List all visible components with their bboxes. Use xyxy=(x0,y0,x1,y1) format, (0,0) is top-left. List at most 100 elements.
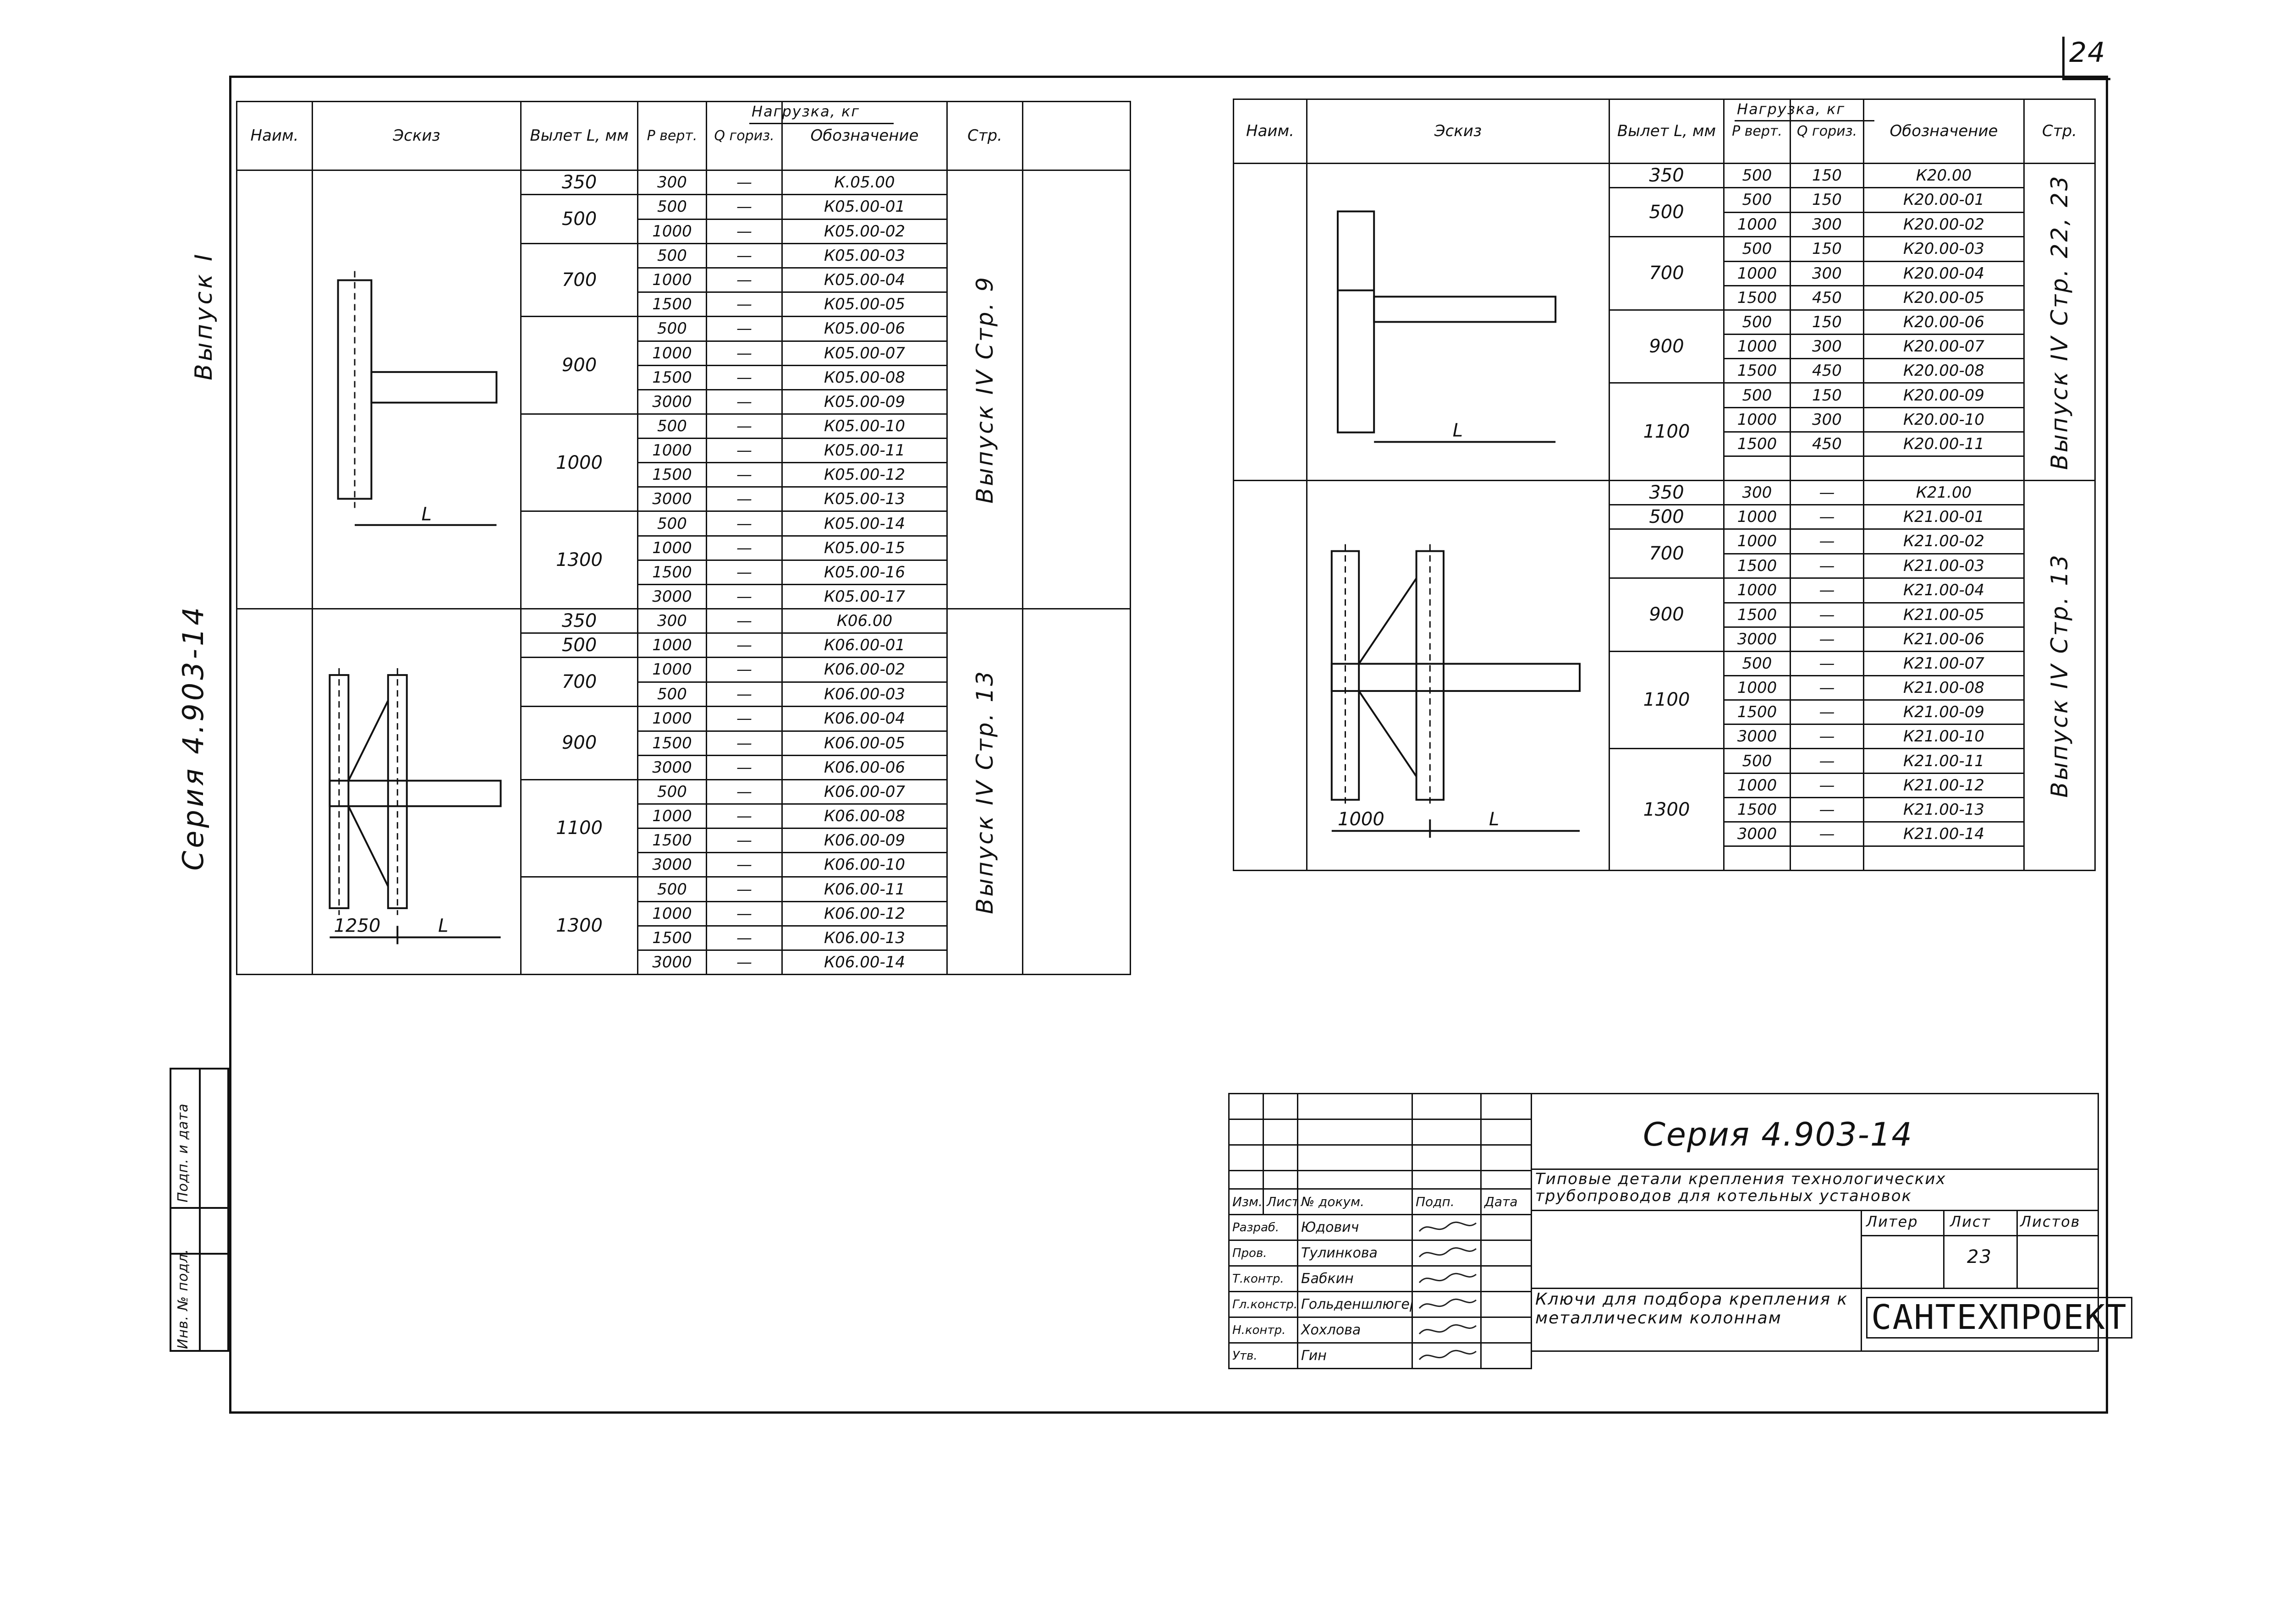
group-name-cell xyxy=(1233,480,1307,871)
load-p-cell: 500 xyxy=(1723,236,1791,262)
load-q-cell: 150 xyxy=(1790,236,1864,262)
designation-cell: К05.00-16 xyxy=(781,560,948,585)
reach-cell: 1300 xyxy=(520,510,638,609)
load-q-cell: — xyxy=(1790,699,1864,725)
load-q-cell: — xyxy=(706,730,783,756)
designation-cell: К21.00-09 xyxy=(1863,699,2025,725)
load-p-cell: 500 xyxy=(1723,650,1791,677)
designation-cell: К06.00 xyxy=(781,608,948,634)
page-ref-label: Выпуск IV Стр. 22, 23 xyxy=(2046,174,2073,470)
reach-cell: 1100 xyxy=(520,779,638,878)
load-q-cell: — xyxy=(706,170,783,195)
designation-cell: К06.00-02 xyxy=(781,657,948,683)
load-q-cell: — xyxy=(1790,553,1864,579)
load-q-cell: — xyxy=(1790,504,1864,530)
load-p-cell: 300 xyxy=(1723,480,1791,505)
title-col-header: № докум. xyxy=(1297,1188,1413,1215)
role-label: Т.контр. xyxy=(1228,1265,1298,1292)
load-q-cell: 450 xyxy=(1790,431,1864,457)
designation-cell: К05.00-05 xyxy=(781,291,948,318)
designation-cell: К05.00-03 xyxy=(781,242,948,269)
designation-cell: К05.00-11 xyxy=(781,438,948,464)
table-row: 1000—К06.00-08 xyxy=(237,803,1131,829)
reach-cell: 700 xyxy=(1609,236,1725,311)
signature xyxy=(1412,1291,1482,1318)
load-q-cell: 300 xyxy=(1790,260,1864,286)
title-col-header: Дата xyxy=(1480,1188,1532,1215)
table-row: 1000—К21.00-12 xyxy=(1234,773,2095,798)
col-header-sketch: Эскиз xyxy=(1306,99,1610,164)
table-row: 3000—К21.00-06 xyxy=(1234,626,2095,652)
reach-cell: 500 xyxy=(1609,504,1725,530)
role-label: Утв. xyxy=(1228,1342,1298,1369)
load-p-cell: 1000 xyxy=(1723,773,1791,798)
load-q-cell: 450 xyxy=(1790,285,1864,311)
designation-cell: К20.00-01 xyxy=(1863,187,2025,213)
load-p-cell: 1000 xyxy=(637,901,707,927)
load-q-cell: — xyxy=(706,584,783,609)
col-header-name: Наим. xyxy=(236,101,313,171)
designation-cell: К06.00-08 xyxy=(781,803,948,829)
table-row: 1500—К21.00-09 xyxy=(1234,699,2095,725)
load-q-cell: — xyxy=(706,486,783,512)
role-label: Н.контр. xyxy=(1228,1317,1298,1344)
table-row: 3000—К06.00-10 xyxy=(237,852,1131,878)
load-p-cell: 3000 xyxy=(1723,626,1791,652)
designation-cell: К20.00-02 xyxy=(1863,211,2025,237)
reach-cell: 1300 xyxy=(520,876,638,975)
load-q-cell: — xyxy=(706,657,783,683)
group-name-cell xyxy=(236,608,313,975)
designation-cell: К20.00-08 xyxy=(1863,358,2025,384)
load-p-cell: 1000 xyxy=(1723,260,1791,286)
table-row: 3000—К06.00-14 xyxy=(237,949,1131,975)
load-p-cell: 1500 xyxy=(637,364,707,390)
designation-cell: К.05.00 xyxy=(781,170,948,195)
reach-cell: 500 xyxy=(520,194,638,244)
designation-cell xyxy=(1863,845,2025,871)
load-q-cell: — xyxy=(706,779,783,805)
designation-cell: К20.00-11 xyxy=(1863,431,2025,457)
load-p-cell: 300 xyxy=(637,170,707,195)
load-p-cell: 1000 xyxy=(637,705,707,732)
designation-cell: К21.00-04 xyxy=(1863,577,2025,604)
load-p-cell: 1500 xyxy=(1723,553,1791,579)
load-q-cell: — xyxy=(706,462,783,488)
designation-cell: К20.00-09 xyxy=(1863,382,2025,408)
svg-text:L: L xyxy=(1453,420,1463,441)
designation-cell: К05.00-15 xyxy=(781,535,948,561)
load-p-cell: 3000 xyxy=(637,949,707,975)
load-p-cell: 1000 xyxy=(1723,675,1791,701)
col-header-p: P верт. xyxy=(637,101,707,171)
load-p-cell: 1000 xyxy=(1723,528,1791,554)
load-q-cell: — xyxy=(706,681,783,707)
col-header-designation: Обозначение xyxy=(1863,99,2025,164)
side-series-label: Серия 4.903-14 xyxy=(176,604,210,871)
col-header-page: Стр. xyxy=(2023,99,2096,164)
table-row: 1500—К06.00-05 xyxy=(237,730,1131,756)
designation-cell: К21.00-03 xyxy=(1863,553,2025,579)
designation-cell: К21.00-12 xyxy=(1863,773,2025,798)
designation-cell: К06.00-09 xyxy=(781,828,948,854)
load-p-cell: 1000 xyxy=(1723,407,1791,433)
table-row: 1500—К05.00-12 xyxy=(237,462,1131,488)
designation-cell: К21.00-13 xyxy=(1863,797,2025,823)
load-p-cell: 1500 xyxy=(1723,602,1791,628)
table-row: 1500—К21.00-13 xyxy=(1234,797,2095,823)
designation-cell: К21.00-10 xyxy=(1863,724,2025,750)
load-q-cell: — xyxy=(706,413,783,439)
load-q-cell: — xyxy=(706,901,783,927)
designation-cell: К05.00-14 xyxy=(781,510,948,537)
lit-header-sheets: Листов xyxy=(2020,1213,2081,1230)
signature xyxy=(1412,1214,1482,1241)
load-q-cell: — xyxy=(706,242,783,269)
reach-cell: 1100 xyxy=(1609,382,1725,481)
reach-cell: 700 xyxy=(1609,528,1725,579)
load-q-cell: — xyxy=(706,828,783,854)
date-cell xyxy=(1480,1342,1532,1369)
